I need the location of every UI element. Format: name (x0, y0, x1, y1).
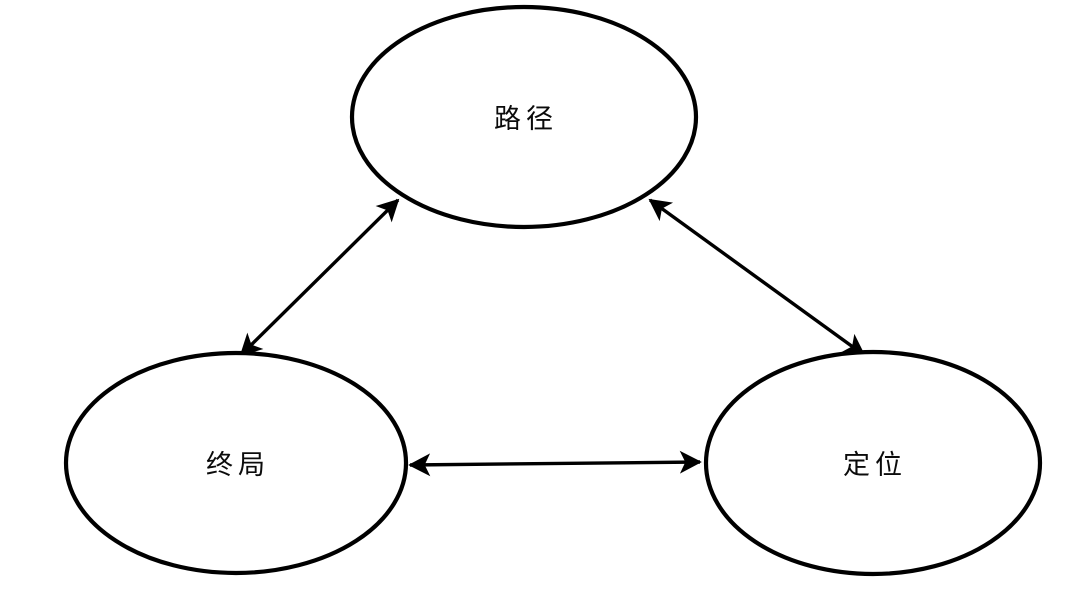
edge-endgame-positioning[interactable] (408, 450, 702, 477)
node-endgame-label: 终局 (206, 450, 270, 480)
node-positioning-ellipse[interactable] (703, 349, 1043, 577)
node-positioning[interactable]: 定位 (703, 349, 1043, 577)
node-path[interactable]: 路径 (349, 4, 699, 230)
node-path-label: 路径 (494, 104, 558, 134)
node-path-ellipse[interactable] (349, 4, 699, 230)
node-positioning-label: 定位 (843, 450, 907, 480)
edge-group (239, 198, 866, 477)
node-endgame[interactable]: 终局 (63, 350, 409, 576)
edge-path-positioning[interactable] (648, 198, 866, 357)
node-endgame-ellipse[interactable] (63, 350, 409, 576)
edge-path-endgame[interactable] (239, 198, 400, 357)
